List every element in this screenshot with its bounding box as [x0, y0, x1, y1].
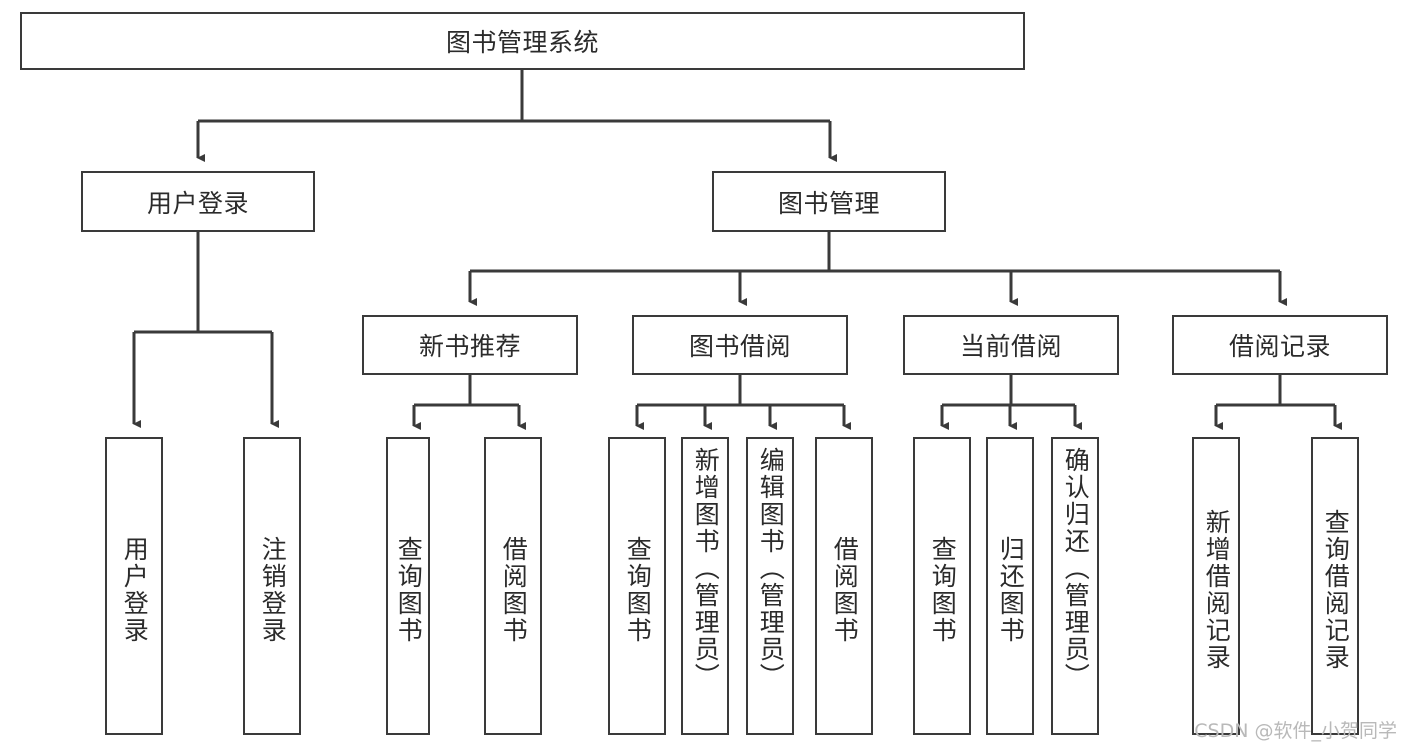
node-leaf-borrow-book-rec-label: 借阅图书	[499, 536, 529, 644]
node-leaf-query-borrow-record[interactable]: 查询借阅记录	[1311, 437, 1359, 735]
node-leaf-confirm-return-admin-label: 确认归还（管理员）	[1061, 447, 1091, 690]
node-leaf-logout[interactable]: 注销登录	[243, 437, 301, 735]
node-leaf-confirm-return-admin[interactable]: 确认归还（管理员）	[1051, 437, 1099, 735]
node-leaf-user-login-label: 用户登录	[120, 536, 150, 644]
node-leaf-query-borrow-record-label: 查询借阅记录	[1321, 509, 1351, 671]
node-borrow-record[interactable]: 借阅记录	[1172, 315, 1388, 375]
node-leaf-logout-label: 注销登录	[258, 536, 288, 644]
node-leaf-query-book-cb-label: 查询图书	[928, 536, 958, 644]
node-current-borrow[interactable]: 当前借阅	[903, 315, 1119, 375]
node-leaf-query-book-rec[interactable]: 查询图书	[386, 437, 430, 735]
node-leaf-query-book-cb[interactable]: 查询图书	[913, 437, 971, 735]
node-leaf-edit-book-admin-label: 编辑图书（管理员）	[756, 447, 786, 690]
node-new-book-rec[interactable]: 新书推荐	[362, 315, 578, 375]
node-current-borrow-label: 当前借阅	[959, 332, 1062, 361]
node-leaf-borrow-book-bb-label: 借阅图书	[830, 536, 860, 644]
watermark-text: CSDN @软件_小贺同学	[1194, 720, 1397, 742]
node-leaf-add-borrow-record[interactable]: 新增借阅记录	[1192, 437, 1240, 735]
node-book-manage-label: 图书管理	[777, 188, 880, 218]
node-leaf-query-book-rec-label: 查询图书	[394, 536, 424, 644]
node-new-book-rec-label: 新书推荐	[418, 332, 521, 361]
node-root-label: 图书管理系统	[445, 28, 599, 57]
node-leaf-query-book-bb-label: 查询图书	[623, 536, 653, 644]
node-book-borrow-label: 图书借阅	[688, 332, 791, 361]
node-user-login[interactable]: 用户登录	[81, 171, 315, 232]
node-leaf-add-book-admin[interactable]: 新增图书（管理员）	[681, 437, 729, 735]
node-leaf-return-book[interactable]: 归还图书	[986, 437, 1034, 735]
node-leaf-borrow-book-rec[interactable]: 借阅图书	[484, 437, 542, 735]
node-root[interactable]: 图书管理系统	[20, 12, 1025, 70]
node-leaf-return-book-label: 归还图书	[996, 536, 1026, 644]
node-book-manage[interactable]: 图书管理	[712, 171, 946, 232]
node-leaf-user-login[interactable]: 用户登录	[105, 437, 163, 735]
node-book-borrow[interactable]: 图书借阅	[632, 315, 848, 375]
node-borrow-record-label: 借阅记录	[1228, 332, 1331, 361]
node-leaf-edit-book-admin[interactable]: 编辑图书（管理员）	[746, 437, 794, 735]
node-leaf-borrow-book-bb[interactable]: 借阅图书	[815, 437, 873, 735]
node-user-login-label: 用户登录	[146, 188, 249, 218]
node-leaf-add-book-admin-label: 新增图书（管理员）	[691, 447, 721, 690]
node-leaf-add-borrow-record-label: 新增借阅记录	[1202, 509, 1232, 671]
node-leaf-query-book-bb[interactable]: 查询图书	[608, 437, 666, 735]
